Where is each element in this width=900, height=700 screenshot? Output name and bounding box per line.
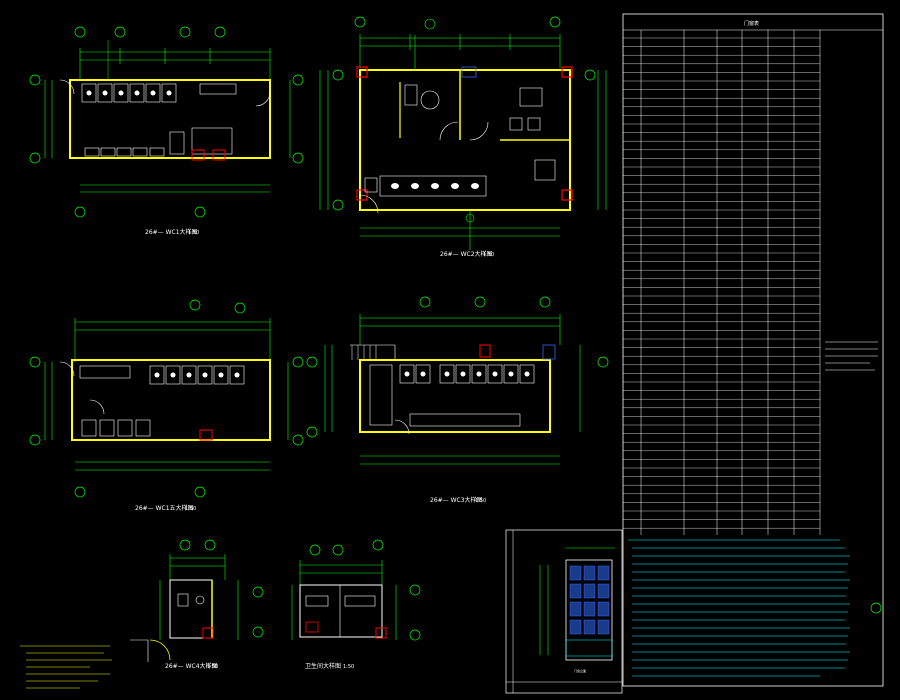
plan-wc1-variant: 26#— WC1五大样图 1:50 [29,299,304,512]
plan-caption: 卫生间大样图 [305,662,341,670]
plan-scale: 1:50 [343,664,354,670]
table-title: 门窗表 [744,20,759,27]
plan-scale: 1:50 [185,506,196,512]
plan-scale: 1:50 [483,252,494,258]
plan-scale: 1:50 [475,498,486,504]
elevation-caption: 门窗立面 [574,668,586,673]
table-notes [628,539,850,677]
plan-wc4: 26#— WC4大样图 1:50 [130,539,264,670]
door-window-schedule: 门窗表 [622,13,884,687]
plan-caption: 26#— WC4大样图 [165,662,218,670]
plan-caption: 26#— WC3大样图 [430,496,483,504]
plan-caption: 26#— WC1五大样图 [135,504,194,512]
plan-wc1: 26#— WC1大样图 1:50 [29,26,304,236]
plan-scale: 1:50 [207,664,218,670]
plan-wc3: 26#— WC3大样图 1:50 [306,296,609,504]
general-notes-yellow [20,645,112,689]
plan-scale: 1:50 [188,230,199,236]
plan-wc2: 26#— WC2大样图 1:50 [319,16,607,258]
plan-caption: 26#— WC1大样图 [145,228,198,236]
plan-caption: 26#— WC2大样图 [440,250,493,258]
side-remark-lines [825,341,878,371]
plan-washroom-detail: 卫生间大样图 1:50 [291,539,421,670]
elevation-detail-panel: 门窗立面 [505,529,623,694]
